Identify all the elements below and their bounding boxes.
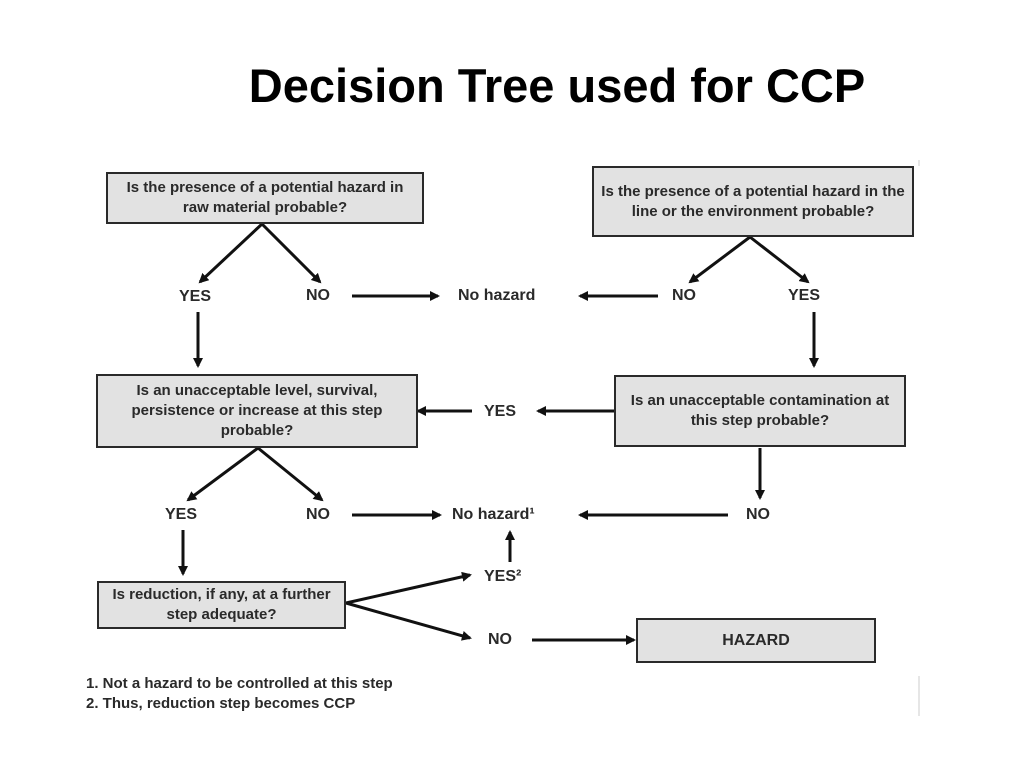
page-title: Decision Tree used for CCP — [248, 59, 866, 112]
arrow-level-to-yes — [186, 446, 259, 502]
arrow-line-to-yes — [749, 235, 810, 284]
yes-label: YES — [484, 403, 517, 420]
footnote-2: 2. Thus, reduction step becomes CCP — [86, 695, 356, 712]
raw-material-question-box: Is the presence of a potential hazard in… — [106, 172, 424, 224]
unacceptable-level-question-box: Is an unacceptable level, survival, pers… — [96, 374, 418, 448]
arrow-level-to-no — [257, 446, 324, 502]
right-edge-line — [918, 160, 920, 166]
arrow-line-to-no — [688, 235, 751, 284]
arrow-reduction-to-yes2 — [345, 571, 472, 605]
arrow-reduction-to-no — [345, 601, 472, 641]
hazard-box: HAZARD — [636, 618, 876, 663]
no-label: NO — [306, 506, 330, 523]
no-label: NO — [488, 631, 512, 648]
no-label: NO — [672, 287, 696, 304]
reduction-question-box: Is reduction, if any, at a further step … — [97, 581, 346, 629]
arrow-raw-to-yes — [198, 222, 264, 284]
no-hazard-superscript-label: No hazard¹ — [452, 506, 535, 523]
no-label: NO — [306, 287, 330, 304]
contamination-question-box: Is an unacceptable contamination at this… — [614, 375, 906, 447]
arrow-raw-to-no — [260, 222, 322, 284]
right-edge-line — [918, 676, 920, 716]
yes-superscript-label: YES² — [484, 568, 522, 585]
yes-label: YES — [179, 288, 212, 305]
yes-label: YES — [165, 506, 198, 523]
yes-label: YES — [788, 287, 821, 304]
line-environment-question-box: Is the presence of a potential hazard in… — [592, 166, 914, 237]
footnote-1: 1. Not a hazard to be controlled at this… — [86, 675, 393, 692]
no-hazard-label: No hazard — [458, 287, 536, 304]
no-label: NO — [746, 506, 770, 523]
